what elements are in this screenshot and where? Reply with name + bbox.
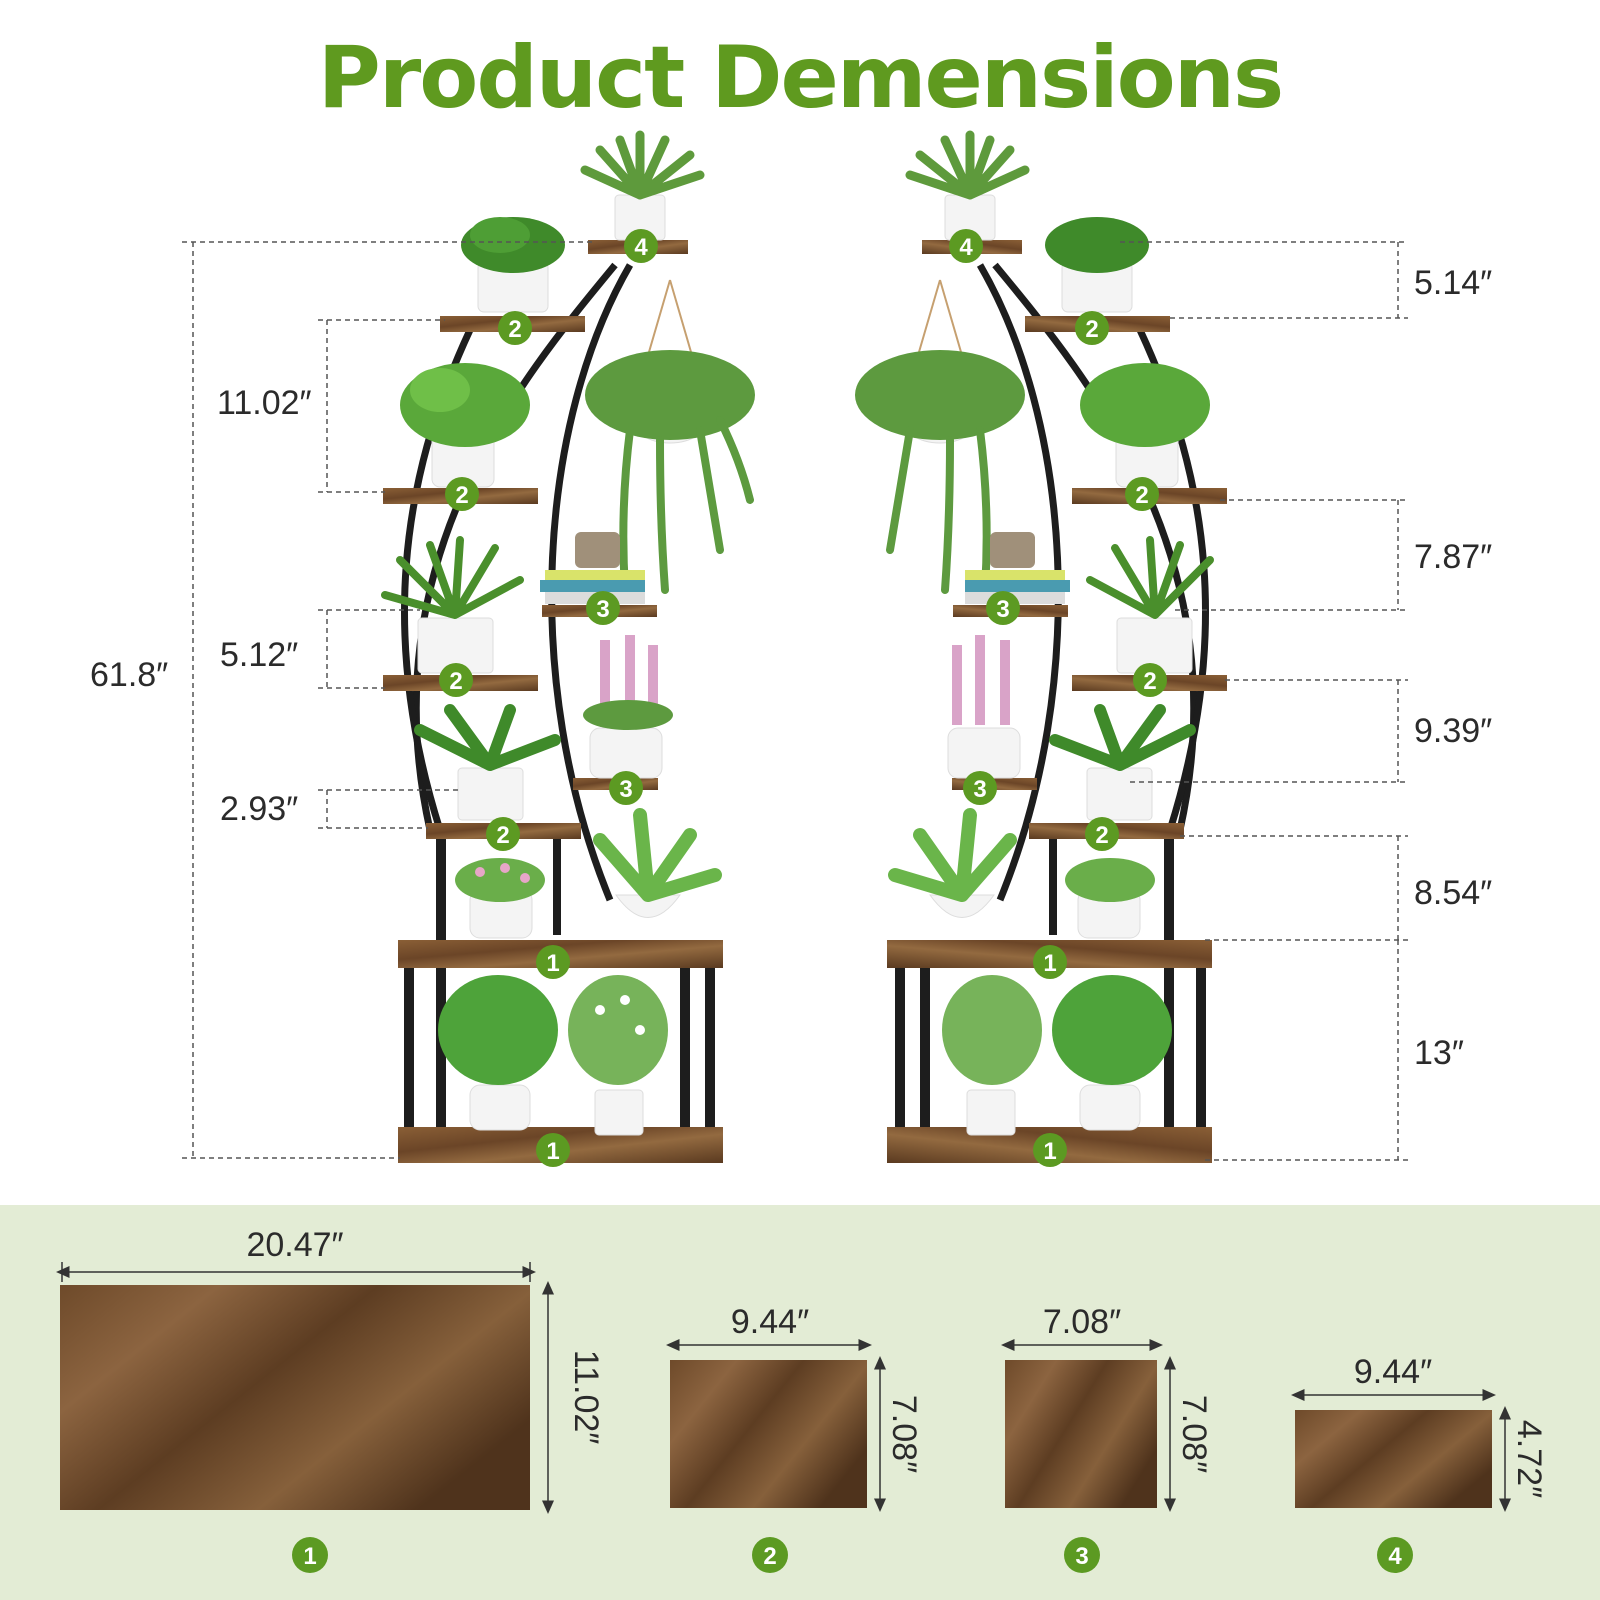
badge-3: 3 (609, 771, 643, 805)
shelf-1-badge (292, 1537, 328, 1573)
potted-plant (583, 635, 673, 779)
svg-text:1: 1 (546, 950, 559, 977)
svg-text:4: 4 (634, 234, 648, 261)
badge-1: 1 (536, 1133, 570, 1167)
badge-2: 2 (445, 477, 479, 511)
shelf-3-board (1005, 1360, 1157, 1508)
svg-text:4: 4 (959, 234, 973, 261)
hanging-plant (585, 279, 755, 594)
badge-2: 2 (498, 311, 532, 345)
shelf-4-number: 4 (1388, 1543, 1402, 1570)
potted-plant (455, 858, 545, 939)
potted-plant (580, 130, 705, 241)
frame-leg (404, 950, 414, 1140)
badge-3: 3 (963, 771, 997, 805)
badge-2: 2 (1075, 311, 1109, 345)
svg-text:2: 2 (1095, 822, 1108, 849)
potted-plant (438, 975, 558, 1131)
badge-2: 2 (1133, 663, 1167, 697)
gap-top-label: 11.02″ (217, 384, 312, 422)
badge-3: 3 (586, 591, 620, 625)
total-height-label: 61.8″ (90, 656, 168, 694)
svg-text:1: 1 (1043, 950, 1056, 977)
right-plant-stand (855, 130, 1227, 1163)
svg-text:2: 2 (508, 316, 521, 343)
shelf-1-width: 20.47″ (246, 1226, 343, 1264)
dim-label-2: 7.87″ (1414, 538, 1492, 576)
svg-text:2: 2 (1135, 482, 1148, 509)
shelf-4-badge (1377, 1537, 1413, 1573)
dim-label-3: 9.39″ (1414, 712, 1492, 750)
frame-leg (436, 835, 446, 1140)
badge-4: 4 (624, 229, 658, 263)
svg-text:2: 2 (1143, 668, 1156, 695)
potted-plant (461, 217, 565, 313)
shelf-2-number: 2 (763, 1543, 776, 1570)
dim-label-5: 13″ (1414, 1034, 1464, 1072)
badge-2: 2 (1085, 817, 1119, 851)
shelf-4-depth: 4.72″ (1510, 1420, 1548, 1498)
shelf-3-width: 7.08″ (1043, 1303, 1121, 1341)
potted-plant (593, 808, 722, 918)
svg-text:3: 3 (996, 596, 1009, 623)
shelf-1-number: 1 (303, 1543, 316, 1570)
shelf-3-depth: 7.08″ (1175, 1395, 1213, 1473)
gap-mid-label: 5.12″ (220, 636, 298, 674)
shelf-2-badge (752, 1537, 788, 1573)
potted-plant (400, 363, 530, 488)
badge-3: 3 (986, 591, 1020, 625)
shelf-2-board (670, 1360, 867, 1508)
shelf-panel-2: 9.44″ 7.08″ 2 (666, 1303, 923, 1573)
shelf-panel-4: 9.44″ 4.72″ 4 (1291, 1353, 1548, 1573)
frame-leg (680, 950, 690, 1140)
svg-text:3: 3 (619, 776, 632, 803)
potted-plant (381, 536, 524, 674)
dim-label-1: 5.14″ (1414, 264, 1492, 302)
left-plant-stand (381, 130, 755, 1163)
shelf-1-board (60, 1285, 530, 1510)
badge-4: 4 (949, 229, 983, 263)
svg-text:2: 2 (449, 668, 462, 695)
stand-badges: 4 2 2 3 2 3 2 1 1 4 2 2 3 2 3 2 1 1 (439, 229, 1167, 1167)
gap-low-label: 2.93″ (220, 790, 298, 828)
right-dimension-lines (1120, 241, 1408, 1161)
shelf-2-depth: 7.08″ (885, 1395, 923, 1473)
frame-leg (553, 835, 561, 935)
shelf-3-number: 3 (1075, 1543, 1088, 1570)
badge-1: 1 (536, 945, 570, 979)
badge-1: 1 (1033, 945, 1067, 979)
badge-2: 2 (486, 817, 520, 851)
svg-text:2: 2 (1085, 316, 1098, 343)
left-dimension-lines (182, 241, 592, 1159)
badge-2: 2 (439, 663, 473, 697)
shelf-4-board (1295, 1410, 1492, 1508)
shelf-2-width: 9.44″ (731, 1303, 809, 1341)
shelf-1-depth: 11.02″ (567, 1350, 605, 1445)
page-title: Product Demensions (317, 28, 1284, 128)
potted-plant (568, 975, 668, 1136)
svg-text:3: 3 (973, 776, 986, 803)
shelf-3-badge (1064, 1537, 1100, 1573)
frame-arc (548, 263, 634, 902)
svg-text:1: 1 (546, 1138, 559, 1165)
shelf-panel-1: 20.47″ 11.02″ 1 (56, 1226, 605, 1573)
svg-text:3: 3 (596, 596, 609, 623)
svg-text:1: 1 (1043, 1138, 1056, 1165)
potted-plant (414, 704, 561, 821)
svg-text:2: 2 (455, 482, 468, 509)
shelf-4-width: 9.44″ (1354, 1353, 1432, 1391)
svg-text:2: 2 (496, 822, 509, 849)
badge-1: 1 (1033, 1133, 1067, 1167)
frame-leg (705, 950, 715, 1140)
dim-label-4: 8.54″ (1414, 874, 1492, 912)
badge-2: 2 (1125, 477, 1159, 511)
shelf-panel-3: 7.08″ 7.08″ 3 (1001, 1303, 1213, 1573)
